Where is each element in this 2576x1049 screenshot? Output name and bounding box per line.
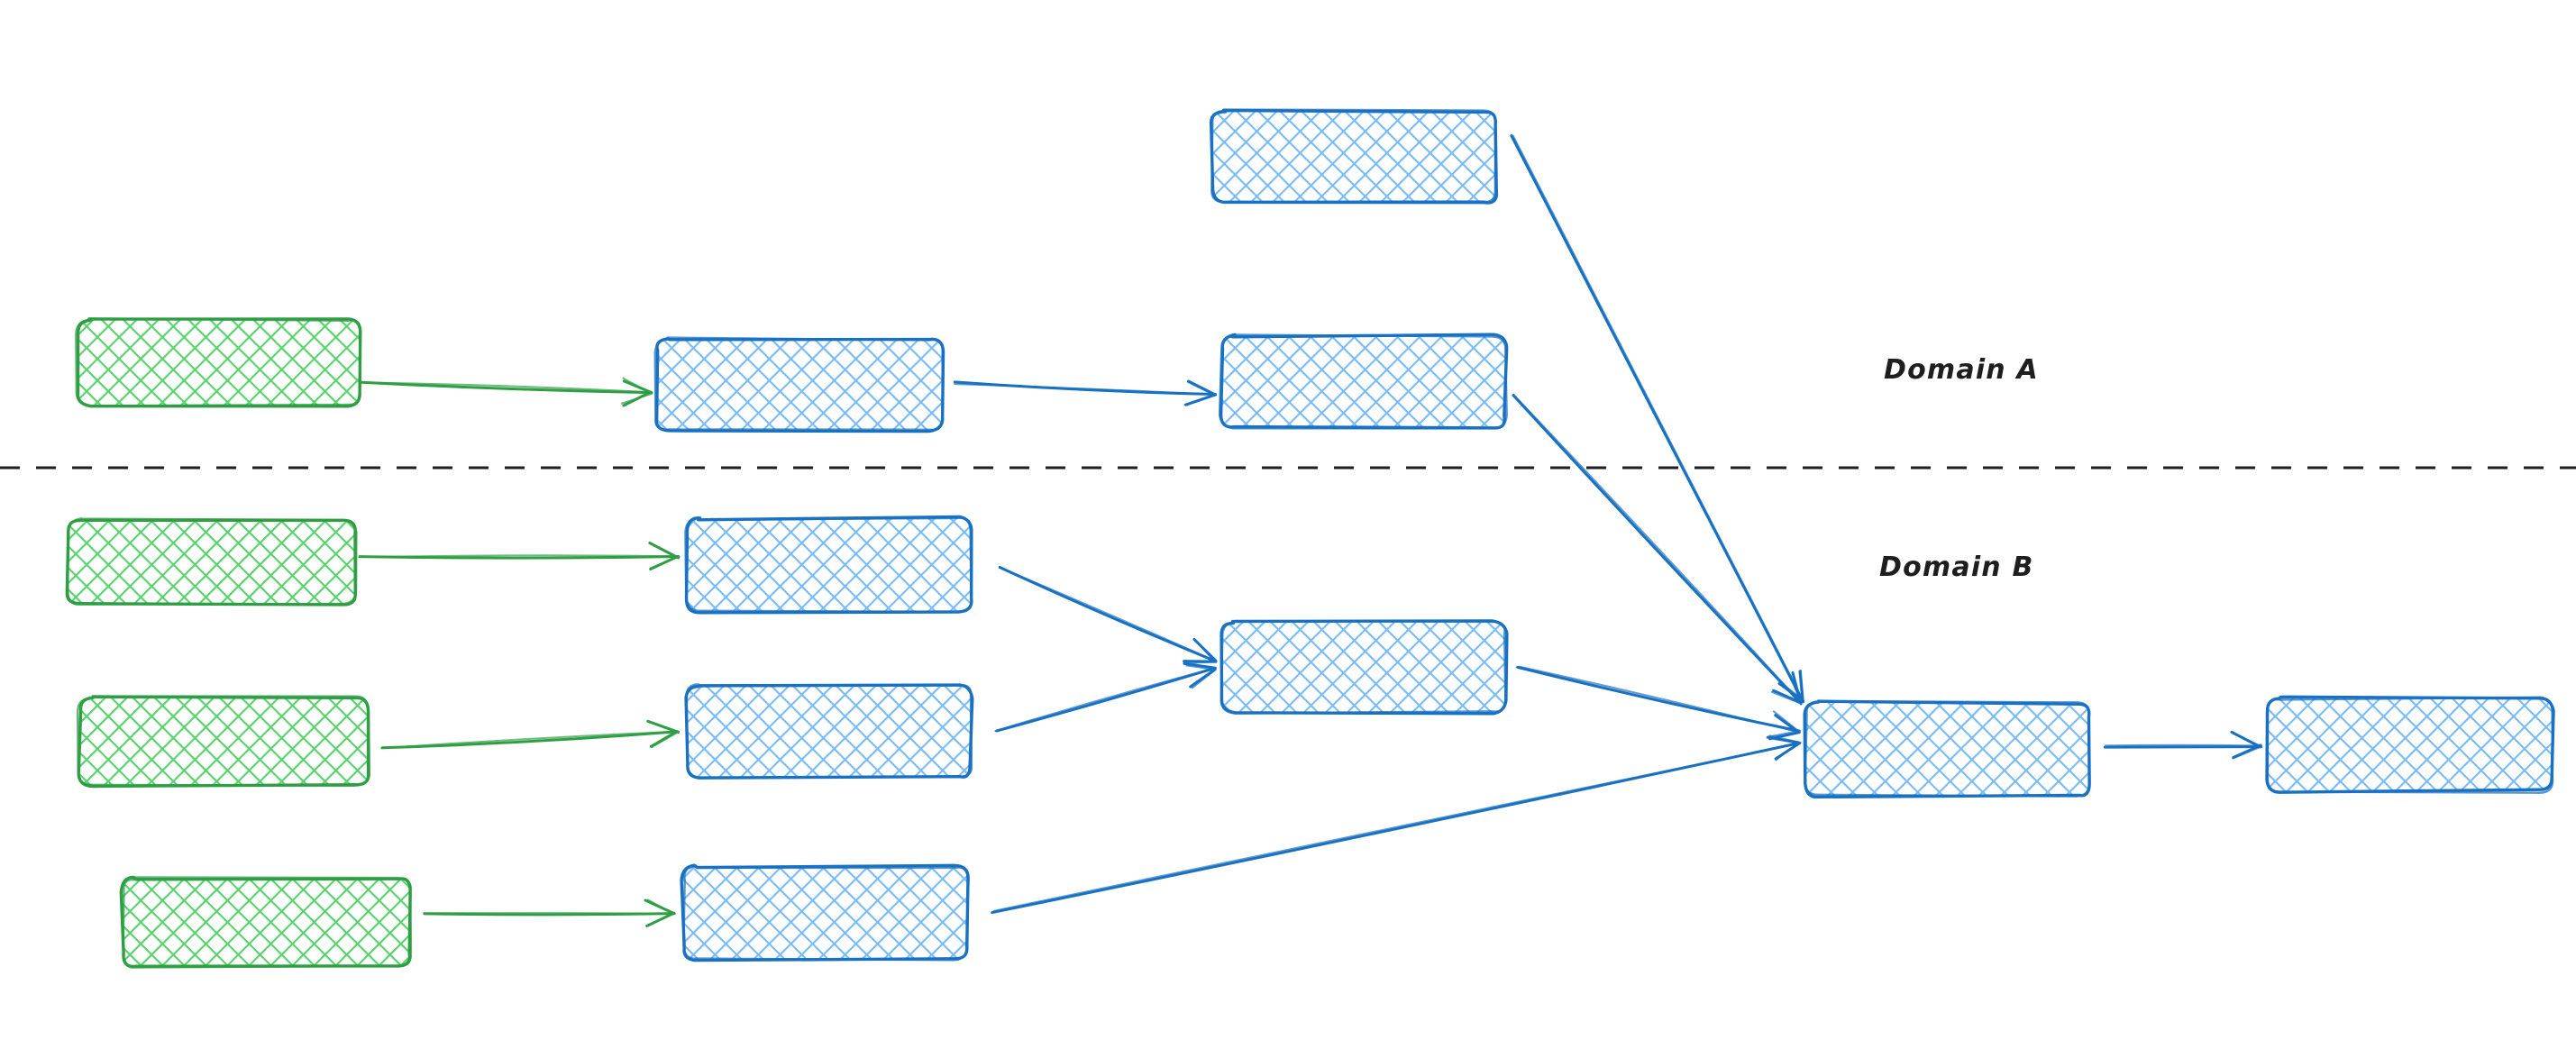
edge-arrowhead	[651, 731, 680, 749]
node-outline	[76, 695, 371, 787]
edge-arrowhead	[1183, 393, 1216, 406]
node-a-proc-2[interactable]	[1218, 333, 1509, 430]
edge-line	[1512, 394, 1803, 705]
edge-arrowhead	[620, 392, 653, 405]
node-a-top-1[interactable]	[1209, 108, 1499, 205]
node-b-out-1[interactable]	[2265, 695, 2555, 794]
edge-e-a-top1-join[interactable]	[1510, 134, 1805, 704]
label-domain-b: Domain B	[1879, 552, 2034, 583]
node-fill	[1220, 621, 1506, 713]
node-outline	[1210, 108, 1497, 204]
edge-e-b-proc3-join[interactable]	[991, 734, 1802, 915]
node-fill	[2267, 698, 2553, 792]
node-a-src-1[interactable]	[75, 317, 362, 408]
edge-line	[992, 742, 1800, 912]
edge-line	[1510, 134, 1804, 704]
node-b-proc-2[interactable]	[684, 683, 974, 780]
nodes-layer	[65, 108, 2555, 969]
node-outline	[75, 317, 361, 407]
node-b-src-3[interactable]	[119, 875, 413, 969]
edge-arrowhead	[2232, 745, 2261, 760]
edge-arrowhead	[1775, 741, 1800, 762]
edge-line	[380, 730, 680, 750]
edge-line	[1512, 134, 1804, 702]
edge-e-b-src3-proc3[interactable]	[423, 898, 676, 927]
node-fill	[682, 866, 969, 961]
edge-arrowhead	[2230, 731, 2262, 747]
node-outline	[2266, 696, 2554, 794]
edge-arrowhead	[1768, 734, 1800, 743]
node-b-src-2[interactable]	[76, 695, 371, 789]
edge-e-a-proc1-proc2[interactable]	[953, 379, 1218, 406]
node-outline	[122, 876, 413, 969]
edge-arrowhead	[647, 898, 675, 916]
edge-line	[954, 383, 1217, 396]
edge-e-b-proc1-mid[interactable]	[998, 565, 1218, 664]
edge-line	[359, 554, 679, 559]
node-b-join-1[interactable]	[1803, 699, 2091, 799]
edge-arrowhead	[649, 555, 680, 570]
edge-arrowhead	[1799, 669, 1804, 703]
edge-line	[360, 380, 653, 395]
edge-arrowhead	[1183, 661, 1217, 670]
node-outline	[1218, 333, 1508, 430]
edge-line	[1518, 665, 1801, 734]
edge-arrowhead	[650, 543, 680, 559]
edge-e-b-mid-join[interactable]	[1516, 665, 1801, 741]
node-fill	[78, 697, 369, 787]
edge-line	[1512, 394, 1803, 704]
node-b-proc-3[interactable]	[680, 863, 970, 962]
edge-e-b-proc2-mid[interactable]	[994, 661, 1217, 733]
edge-e-a-proc2-join[interactable]	[1512, 394, 1803, 706]
node-fill	[68, 519, 356, 606]
edge-line	[362, 381, 653, 394]
node-fill	[123, 878, 412, 968]
edge-arrowhead	[1185, 664, 1216, 670]
node-fill	[686, 684, 972, 778]
label-domain-a: Domain A	[1884, 354, 2039, 386]
node-outline	[684, 516, 973, 614]
node-fill	[1211, 110, 1497, 204]
node-outline	[1219, 619, 1507, 715]
node-a-proc-1[interactable]	[653, 336, 945, 433]
edge-e-b-join-out[interactable]	[2103, 730, 2263, 760]
edge-e-a-src1-proc1[interactable]	[360, 377, 653, 407]
edge-arrowhead	[1192, 637, 1217, 663]
node-outline	[682, 865, 970, 962]
node-fill	[1220, 335, 1506, 429]
edge-arrowhead	[1186, 380, 1217, 397]
edge-arrowhead	[1191, 668, 1217, 689]
edge-line	[999, 566, 1216, 662]
edge-arrowhead	[645, 912, 675, 927]
edge-arrowhead	[1774, 714, 1801, 734]
edge-arrowhead	[649, 730, 679, 748]
edge-arrowhead	[1789, 674, 1802, 705]
edge-line	[994, 667, 1216, 733]
node-outline	[685, 683, 973, 779]
node-fill	[686, 517, 973, 612]
node-b-src-1[interactable]	[65, 517, 358, 607]
edge-arrowhead	[1772, 710, 1801, 734]
edge-arrowhead	[1770, 690, 1803, 705]
node-outline	[1804, 699, 2091, 798]
node-outline	[67, 517, 358, 606]
node-fill	[77, 319, 361, 406]
edge-line	[380, 730, 679, 750]
node-b-proc-1[interactable]	[684, 515, 973, 615]
edge-arrowhead	[1183, 661, 1217, 664]
edges-layer	[358, 134, 2263, 927]
node-outline	[653, 336, 944, 432]
node-fill	[655, 338, 944, 432]
node-fill	[1804, 702, 2091, 796]
edge-line	[423, 912, 676, 915]
edge-e-b-src1-proc1[interactable]	[358, 542, 681, 571]
edge-e-b-src2-proc2[interactable]	[380, 719, 681, 750]
node-b-mid-1[interactable]	[1219, 619, 1509, 716]
edge-arrowhead	[622, 377, 653, 395]
edge-arrowhead	[1772, 689, 1803, 705]
edge-arrowhead	[648, 721, 680, 734]
edge-line	[2105, 743, 2261, 747]
